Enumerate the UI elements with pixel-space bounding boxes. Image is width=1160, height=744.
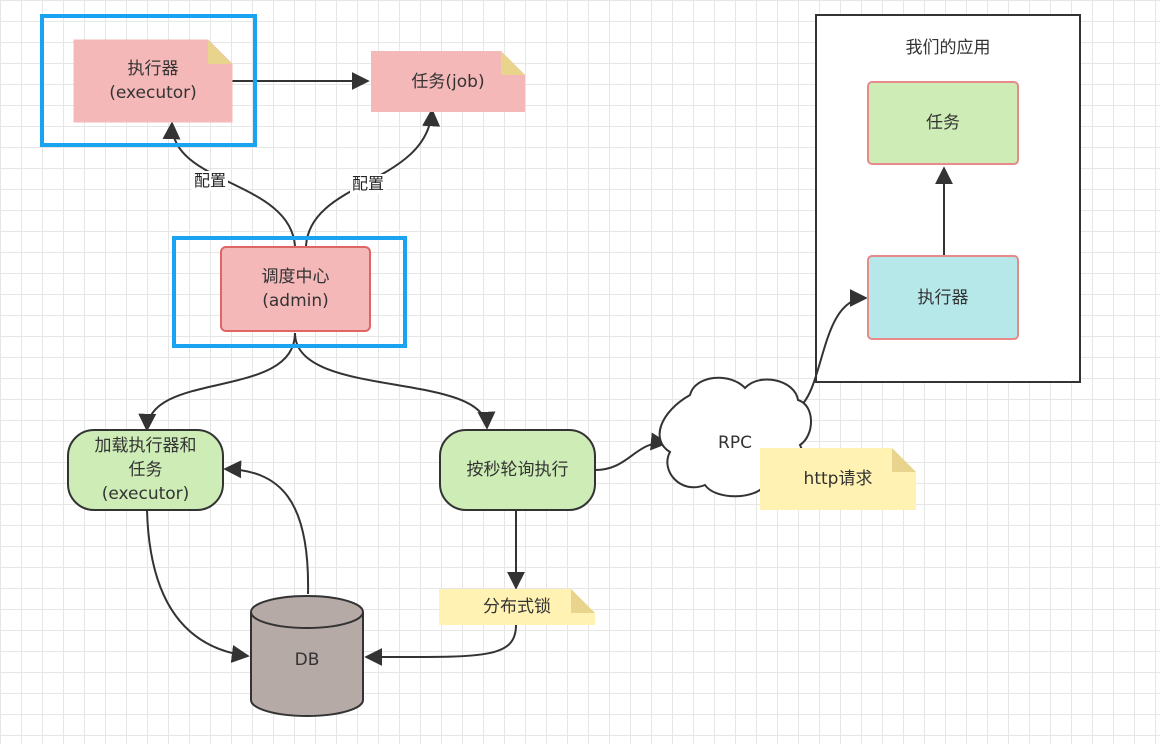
edge-label-config-left: 配置 [192,171,229,191]
edge-db-to-load [223,460,310,595]
edge-admin-to-executor [162,121,296,247]
lock-note-fold [571,589,595,613]
executor-highlight-frame [40,14,257,147]
app-task-node-shape [867,81,1019,165]
edge-label-config-right: 配置 [350,174,387,194]
db-cylinder [250,595,364,717]
edge-admin-to-poll [294,332,496,430]
edge-poll-to-rpc [594,432,669,471]
edge-rpc-to-executor [797,289,868,409]
admin-highlight-frame [172,236,407,348]
executor-note-shape [73,39,233,123]
admin-node-shape [220,246,371,332]
executor-note-fold [208,40,232,64]
lock-note-shape [439,589,595,625]
job-note-shape [371,51,525,112]
job-note-fold [501,51,525,75]
poll-node-shape [439,429,596,511]
http-note-shape [760,448,916,510]
app-executor-node-shape [867,255,1019,340]
edges [138,72,953,667]
edge-admin-to-load [138,332,296,432]
http-note-fold [892,448,916,472]
edge-lock-to-db [364,624,517,667]
load-node-shape [67,429,224,511]
edge-load-to-db [146,509,250,663]
